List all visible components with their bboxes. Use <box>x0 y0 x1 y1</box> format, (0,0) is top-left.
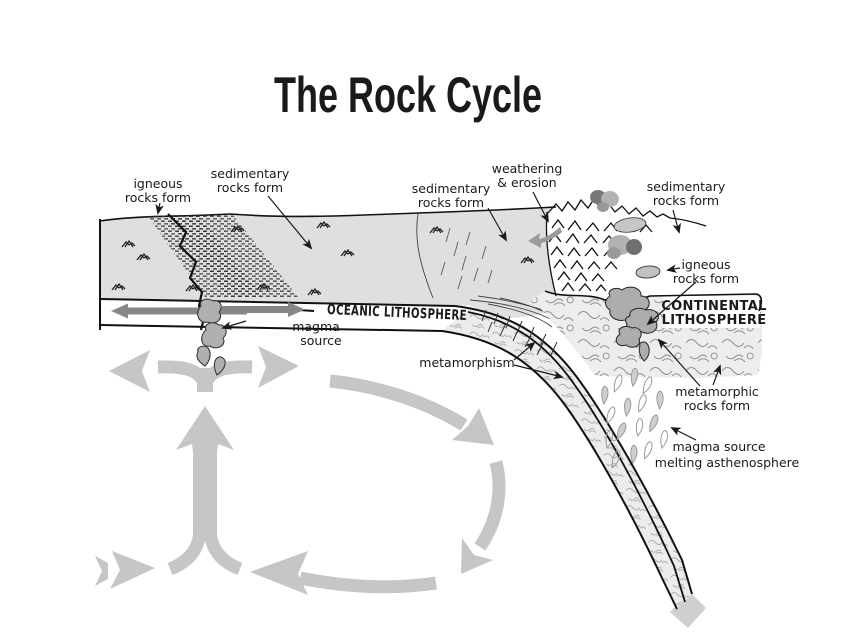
slab-center-line <box>467 311 686 603</box>
eruption-cloud-icon <box>626 239 642 255</box>
divergence-head-right-icon <box>258 346 299 388</box>
label-oceanic-lithosphere: OCEANIC LITHOSPHERE <box>327 302 468 324</box>
feeder-arrow-icon <box>110 551 155 589</box>
plate-arrow-left-icon <box>111 303 247 319</box>
label-continental-1: CONTINENTAL <box>661 299 766 314</box>
upwelling-flare-right-icon <box>203 529 243 576</box>
diagram-labels: The Rock Cycle igneous rocks form sedime… <box>125 67 800 470</box>
magma-chamber <box>605 286 659 362</box>
arrow-sedimentary-right <box>672 209 681 234</box>
label-continental-2: LITHOSPHERE <box>662 313 767 328</box>
slab-hatch-ticks <box>481 309 558 356</box>
upwelling-flare-left-icon <box>167 529 207 576</box>
label-sedimentary-mid-2: rocks form <box>418 195 484 210</box>
right-cell-top-band-icon <box>329 374 468 431</box>
mantle-convection-arrows <box>95 346 506 595</box>
arrow-sedimentary-left <box>267 195 313 250</box>
arrow-igneous-right-short <box>666 264 681 273</box>
label-magma-asthenosphere-1: magma source <box>672 439 765 454</box>
slab-bottom-line <box>99 324 678 610</box>
arrow-weathering <box>532 191 549 223</box>
label-igneous-left-2: rocks form <box>125 190 191 205</box>
page-title: The Rock Cycle <box>274 67 542 123</box>
feeder-tail-icon <box>95 556 108 586</box>
label-sedimentary-right-1: sedimentary <box>647 179 726 194</box>
label-sedimentary-right-2: rocks form <box>653 193 719 208</box>
sediment-streaks <box>440 227 493 290</box>
label-metamorphic-2: rocks form <box>684 398 750 413</box>
continental-surface-line <box>669 217 707 227</box>
arrow-metamorphic-left <box>657 338 701 387</box>
label-weathering-2: & erosion <box>497 175 556 190</box>
arrow-metamorphism-upper <box>513 341 536 361</box>
smoke-cloud-icon <box>597 202 609 212</box>
arrow-magma-source <box>221 320 247 330</box>
label-sedimentary-left-1: sedimentary <box>211 166 290 181</box>
sediment-boundary-line <box>416 213 434 299</box>
metamorphic-region <box>528 290 763 378</box>
right-cell-arc-icon <box>474 460 506 551</box>
weathering-arrow-icon <box>528 227 562 248</box>
arrow-sedimentary-mid <box>487 207 507 242</box>
divergence-band-right-icon <box>197 360 253 389</box>
arrow-igneous-left <box>155 202 164 215</box>
arrow-magma-asthenosphere <box>670 427 697 441</box>
igneous-intrusion-patch <box>635 265 661 279</box>
igneous-patch <box>613 217 647 233</box>
arrow-igneous-right-long <box>646 281 697 326</box>
continental-label-box <box>663 296 760 328</box>
oceanic-lithosphere-band: OCEANIC LITHOSPHERE <box>111 302 467 324</box>
bottom-band-head-icon <box>250 551 308 595</box>
right-cell-arc-head-icon <box>461 538 493 574</box>
right-cell-top-head-icon <box>452 408 494 445</box>
label-weathering-1: weathering <box>492 161 563 176</box>
label-arrows <box>155 191 722 441</box>
upwelling-arrow-icon <box>176 406 234 535</box>
label-magma-asthenosphere-2: melting asthenosphere <box>655 455 800 470</box>
label-metamorphism: metamorphism <box>419 355 514 370</box>
label-magma-source-2: source <box>300 333 342 348</box>
ocean-sediment-layer <box>99 206 557 331</box>
eruption-cloud-icon <box>607 247 621 259</box>
bottom-band-icon <box>298 571 437 594</box>
plate-arrow-right-icon <box>222 302 305 317</box>
plate-motion-arrows <box>111 302 305 319</box>
arrow-metamorphism-lower <box>513 364 564 380</box>
subducting-slab <box>99 298 706 628</box>
divergence-head-left-icon <box>109 350 150 392</box>
label-igneous-left-1: igneous <box>133 176 182 191</box>
ridge-magma-source <box>196 298 227 376</box>
label-sedimentary-left-2: rocks form <box>217 180 283 195</box>
label-igneous-right-1: igneous <box>681 257 730 272</box>
label-igneous-right-2: rocks form <box>673 271 739 286</box>
label-sedimentary-mid-1: sedimentary <box>412 181 491 196</box>
label-metamorphic-1: metamorphic <box>675 384 759 399</box>
slab-end-cap <box>670 592 706 628</box>
volcano-smoke <box>590 190 661 279</box>
arrow-metamorphic-right <box>712 364 722 386</box>
label-magma-source-1: magma <box>292 319 340 334</box>
